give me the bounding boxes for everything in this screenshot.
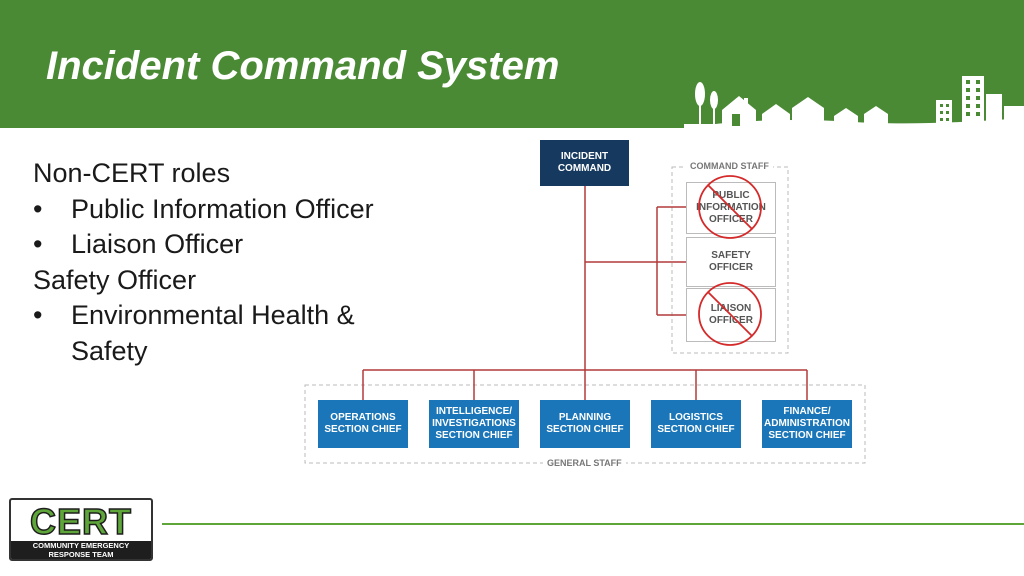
box-label-line: OFFICER xyxy=(709,262,753,273)
cert-logo: CERT COMMUNITY EMERGENCY RESPONSE TEAM xyxy=(9,498,153,561)
box-label-line: OPERATIONS xyxy=(330,412,396,423)
cert-logo-text: CERT xyxy=(29,500,132,543)
cert-logo-subtitle-2: RESPONSE TEAM xyxy=(11,550,151,559)
box-label-line: ADMINISTRATION xyxy=(764,418,850,429)
prohibited-icon xyxy=(698,175,762,239)
box-label-line: FINANCE/ xyxy=(783,406,831,417)
city-skyline-icon xyxy=(684,76,1024,128)
role-bullet-continuation: Safety xyxy=(33,334,374,370)
box-label-line: PUBLIC xyxy=(712,190,750,201)
box-label-line: SAFETY xyxy=(711,250,751,261)
role-bullet-item: • Environmental Health & xyxy=(33,298,374,334)
role-heading: Non-CERT roles xyxy=(33,158,231,188)
box-label-line: SECTION CHIEF xyxy=(768,430,846,441)
box-label-line: SECTION CHIEF xyxy=(657,424,735,435)
slide-title: Incident Command System xyxy=(46,44,560,88)
general-staff-label: GENERAL STAFF xyxy=(543,458,626,468)
footer-divider xyxy=(162,523,1024,525)
bullet-marker: • xyxy=(33,300,43,330)
role-bullet-text: Liaison Officer xyxy=(71,229,244,259)
role-bullet-text: Environmental Health & xyxy=(71,300,355,330)
box-label-line: INCIDENT xyxy=(560,151,609,162)
box-label-line: INVESTIGATIONS xyxy=(432,418,516,429)
cert-logo-subtitle-1: COMMUNITY EMERGENCY xyxy=(11,541,151,550)
prohibited-icon xyxy=(698,282,762,346)
box-label-line: PLANNING xyxy=(558,412,612,423)
box-label-line: COMMAND xyxy=(557,163,612,174)
role-list: Non-CERT roles • Public Information Office… xyxy=(33,156,374,369)
box-label-line: OFFICER xyxy=(709,214,753,225)
header-banner: Incident Command System xyxy=(0,0,1024,128)
box-label-line: SECTION CHIEF xyxy=(324,424,402,435)
box-label-line: INTELLIGENCE/ xyxy=(435,406,513,417)
role-bullet-text: Public Information Officer xyxy=(71,193,374,224)
box-label-line: LOGISTICS xyxy=(669,412,723,423)
box-label-line: SECTION CHIEF xyxy=(546,424,624,435)
box-label-line: OFFICER xyxy=(709,315,753,326)
role-heading: Safety Officer xyxy=(33,264,197,295)
box-label-line: LIAISON xyxy=(710,303,752,314)
role-bullet-item: • Liaison Officer xyxy=(33,227,374,263)
box-label-line: SECTION CHIEF xyxy=(435,430,513,441)
role-bullet-item: • Public Information Officer xyxy=(33,192,374,228)
command-staff-label: COMMAND STAFF xyxy=(686,161,773,171)
bullet-marker: • xyxy=(33,193,43,224)
bullet-marker: • xyxy=(33,229,43,259)
role-bullet-text: Safety xyxy=(71,335,148,366)
